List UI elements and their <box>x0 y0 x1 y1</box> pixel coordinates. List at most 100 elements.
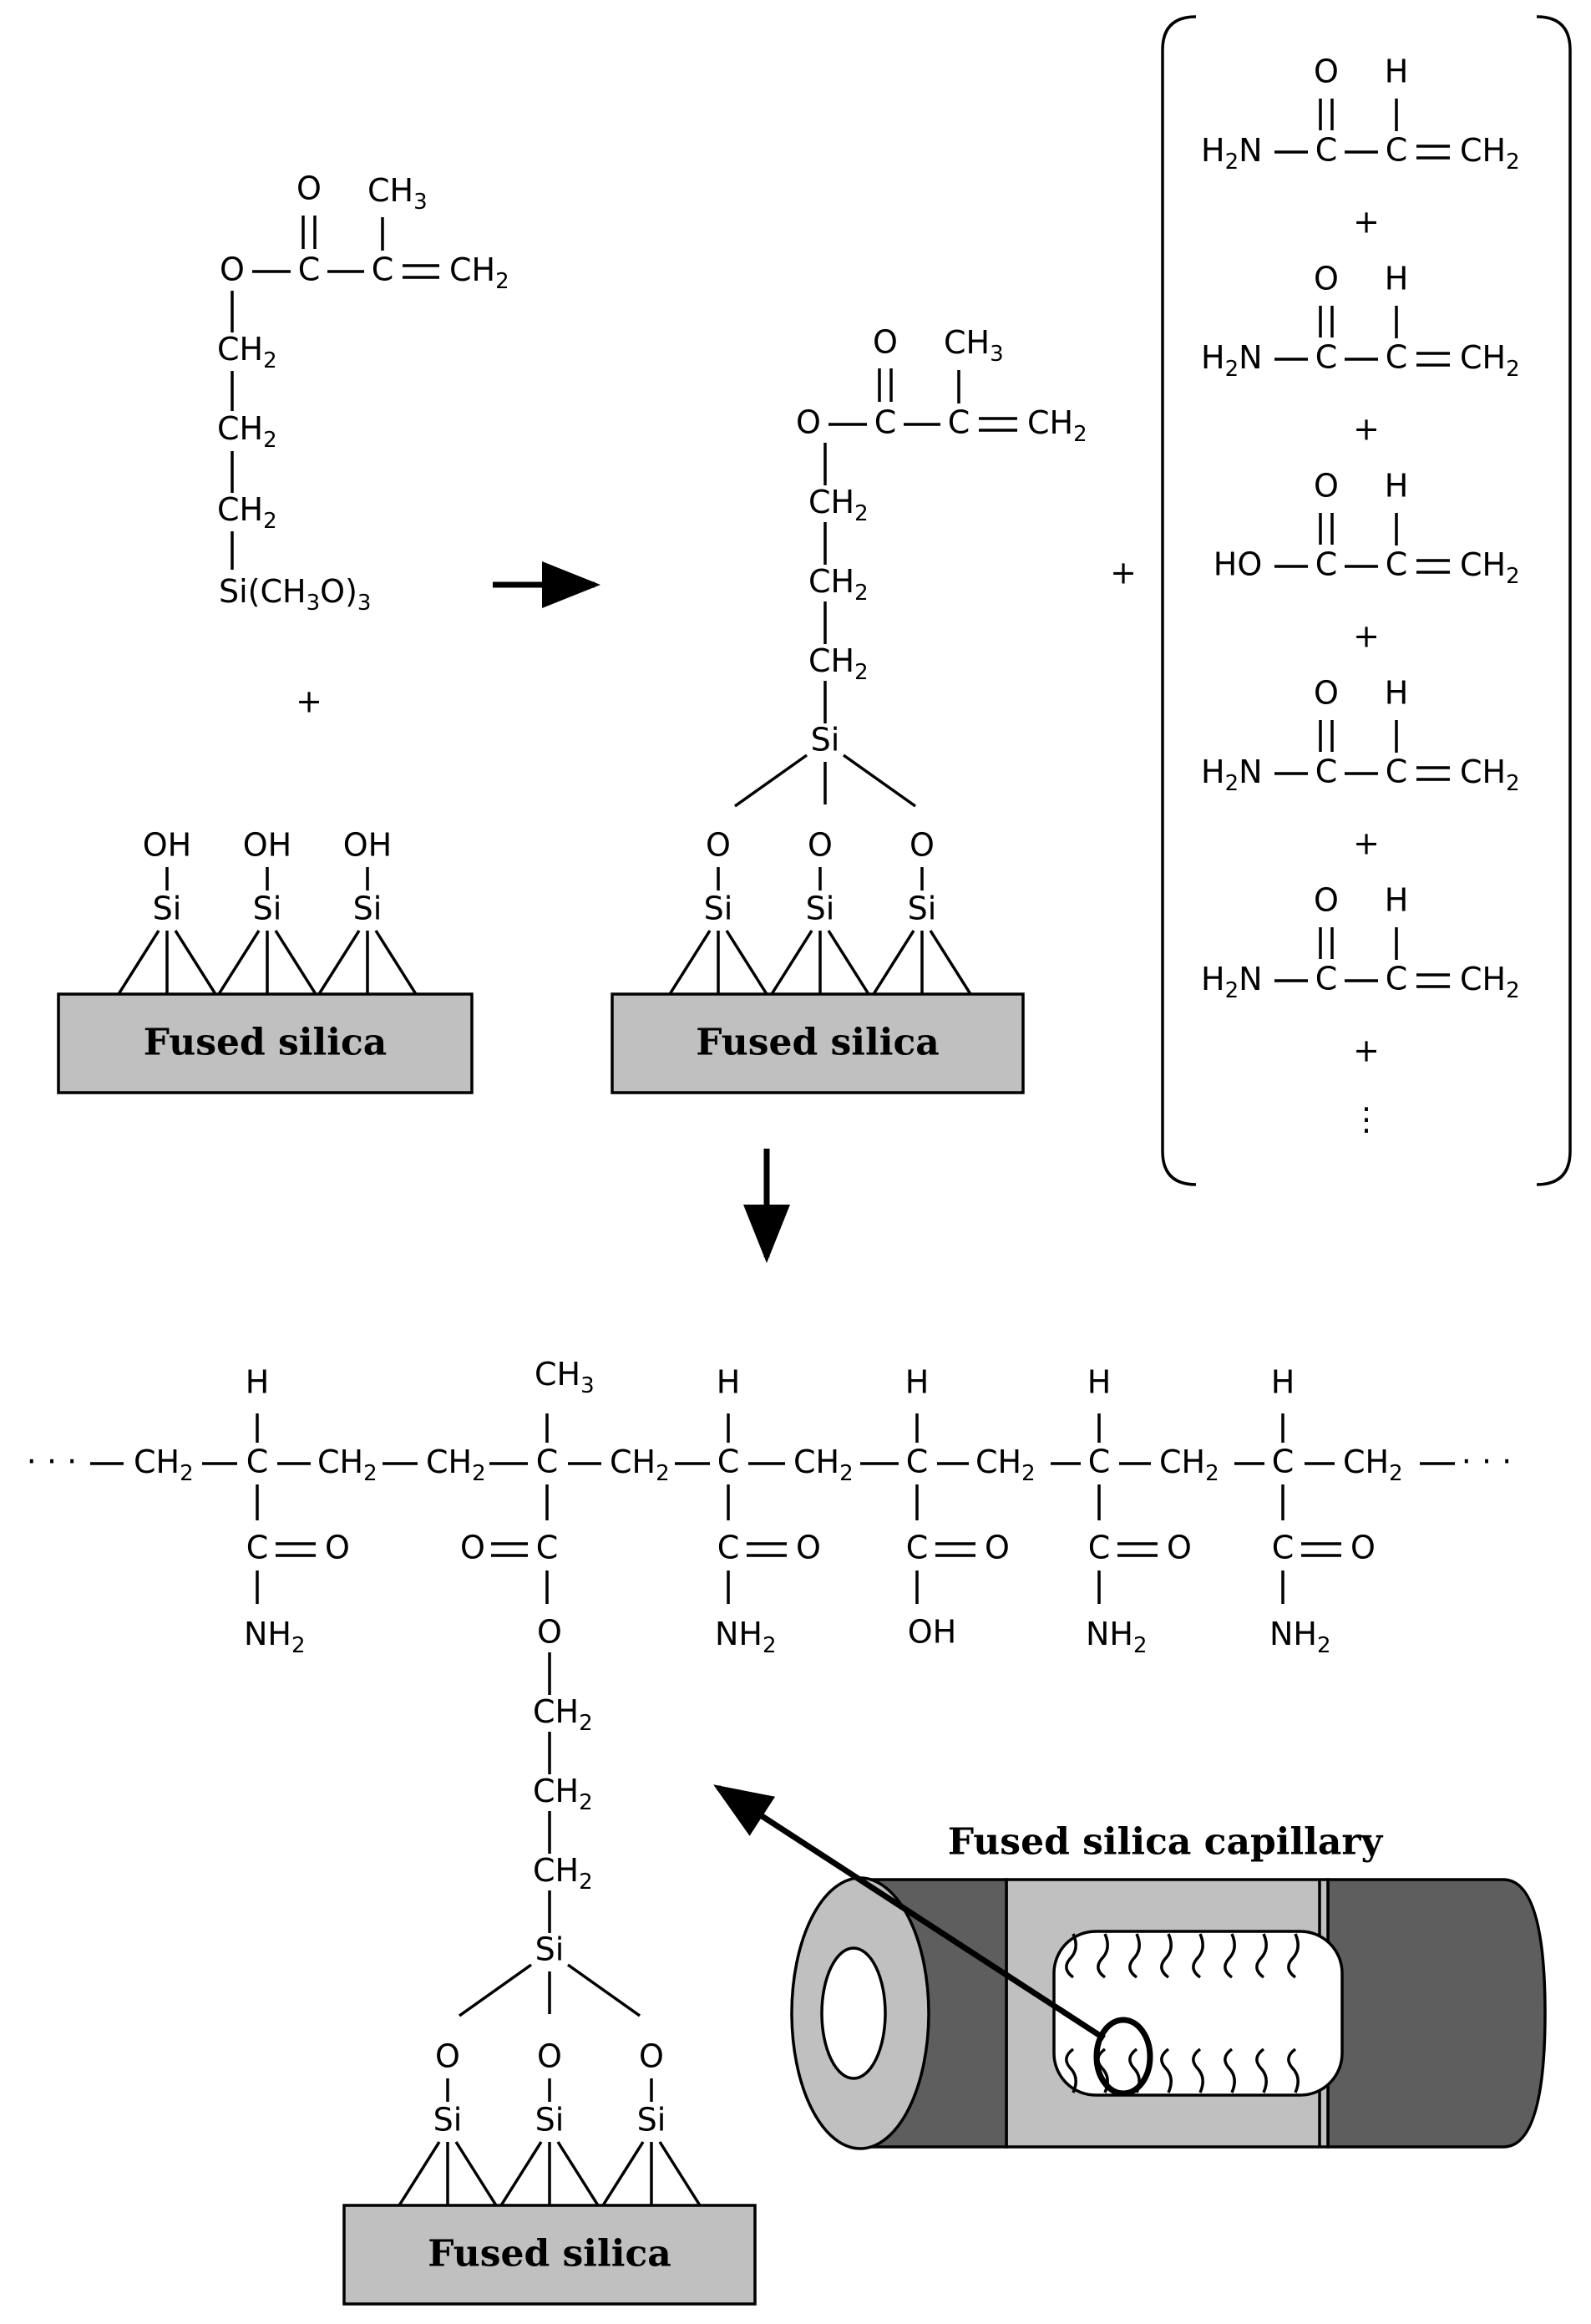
carbonyl-carbon: C <box>1315 339 1338 376</box>
methylene: CH2 <box>808 642 869 685</box>
formula-part: CH <box>449 251 495 288</box>
surface-bond <box>499 2141 543 2206</box>
subscript: 2 <box>854 660 869 685</box>
silica-block <box>57 992 474 1094</box>
carbonyl-carbon: C <box>298 251 321 288</box>
subscript: 2 <box>1133 1633 1148 1658</box>
formula-part: CH <box>1460 339 1506 376</box>
amine-group: H2N <box>1201 754 1263 796</box>
carbonyl-carbon: C <box>1315 961 1338 997</box>
ester-carbon: C <box>536 1530 559 1566</box>
subscript: 3 <box>357 591 372 616</box>
plus-sign: + <box>1353 1033 1380 1069</box>
carbonyl-double-bond <box>491 1542 528 1557</box>
formula-part: CH <box>610 1444 656 1480</box>
vinyl-double-bond <box>1416 352 1450 367</box>
polymer-brush <box>1255 1933 1268 1979</box>
amide-carbon: C <box>1088 1530 1111 1566</box>
hydrogen: H <box>1087 1364 1112 1401</box>
carbonyl-oxygen: O <box>1167 1530 1192 1566</box>
formula-part: CH <box>793 1444 839 1480</box>
formula-part: CH <box>1460 754 1506 790</box>
bond <box>458 1963 533 2017</box>
surface-bond <box>929 930 972 995</box>
oxygen-atom: O <box>706 827 731 864</box>
carbonyl-oxygen: O <box>873 324 898 361</box>
methyl-group: CH3 <box>944 324 1004 367</box>
surface-bond <box>556 2141 600 2206</box>
polymer-brush <box>1160 2047 1173 2093</box>
carbonyl-double-bond <box>747 1542 787 1557</box>
fused-silica-label: Fused silica <box>428 2233 671 2276</box>
formula-part: CH <box>944 324 990 361</box>
formula-part: CH <box>217 331 263 368</box>
polymer-brush <box>1255 2047 1268 2093</box>
subscript: 2 <box>472 1461 486 1486</box>
terminal-methylene: CH2 <box>1460 339 1520 382</box>
si-atom: Si <box>704 891 733 927</box>
carbonyl-oxygen: O <box>1350 1530 1376 1566</box>
methyl-group: CH3 <box>367 172 428 215</box>
carbonyl-oxygen: O <box>325 1530 350 1566</box>
subscript: 2 <box>1317 1633 1331 1658</box>
silica-block <box>611 992 1025 1094</box>
formula-part: H <box>1201 339 1225 376</box>
subscript: 2 <box>291 1633 306 1658</box>
oxygen-atom: O <box>639 2038 664 2075</box>
formula-part: CH <box>1460 132 1506 169</box>
subscript: 2 <box>656 1461 670 1486</box>
backbone-carbon: C <box>246 1444 269 1480</box>
subscript: 2 <box>579 1870 593 1895</box>
backbone-methylene: CH2 <box>1159 1444 1219 1486</box>
surface-bond <box>827 930 870 995</box>
formula-part: H <box>1201 132 1225 169</box>
amide-nh2: NH2 <box>715 1616 777 1658</box>
formula-part: NH <box>244 1616 291 1652</box>
carbonyl-double-bond <box>1117 1542 1158 1557</box>
hydrogen: H <box>1385 675 1409 712</box>
hydrogen: H <box>1385 468 1409 505</box>
subscript: 2 <box>854 581 869 606</box>
polymer-brush <box>1160 1933 1173 1979</box>
backbone-methylene: CH2 <box>793 1444 854 1486</box>
vinyl-double-bond <box>979 417 1017 432</box>
carbonyl-double-bond <box>1319 720 1334 752</box>
surface-bond <box>770 930 813 995</box>
carbonyl-oxygen: O <box>1314 53 1339 90</box>
polymer-brush <box>1287 1933 1300 1979</box>
formula-part: CH <box>535 1356 580 1393</box>
methylene: CH2 <box>217 491 277 534</box>
plus-sign: + <box>1353 204 1380 241</box>
subscript: 2 <box>1506 771 1520 796</box>
backbone-methylene: CH2 <box>426 1444 486 1486</box>
carbonyl-oxygen: O <box>1314 468 1339 505</box>
subscript: 2 <box>1225 150 1239 175</box>
si-atom: Si <box>433 2102 463 2139</box>
si-atom: Si <box>153 891 182 927</box>
polymer-brush <box>1097 1933 1109 1979</box>
hydrogen: H <box>1271 1364 1295 1401</box>
plus-sign: + <box>1110 555 1137 591</box>
subscript: 2 <box>1021 1461 1036 1486</box>
hydrogen: H <box>1385 53 1409 90</box>
subscript: 2 <box>180 1461 194 1486</box>
formula-part: CH <box>367 172 413 209</box>
amide-carbon: C <box>246 1530 269 1566</box>
carbonyl-carbon: C <box>1315 132 1338 169</box>
formula-part: CH <box>533 1773 579 1809</box>
formula-part: CH <box>1027 404 1073 441</box>
hydroxyl: OH <box>143 827 191 864</box>
si-atom: Si <box>811 722 840 759</box>
fused-silica-label: Fused silica <box>696 1022 940 1064</box>
carbonyl-double-bond <box>301 216 317 249</box>
polymer-brush <box>1065 2047 1077 2093</box>
subscript: 2 <box>495 269 509 294</box>
subscript: 2 <box>579 1790 593 1815</box>
ester-oxygen: O <box>220 251 245 288</box>
subscript: 2 <box>1073 422 1087 447</box>
formula-part: H <box>1201 961 1225 997</box>
formula-part: CH <box>1159 1444 1205 1480</box>
plus-sign: + <box>1353 618 1380 655</box>
chain-continues-left: · · · <box>27 1444 77 1480</box>
